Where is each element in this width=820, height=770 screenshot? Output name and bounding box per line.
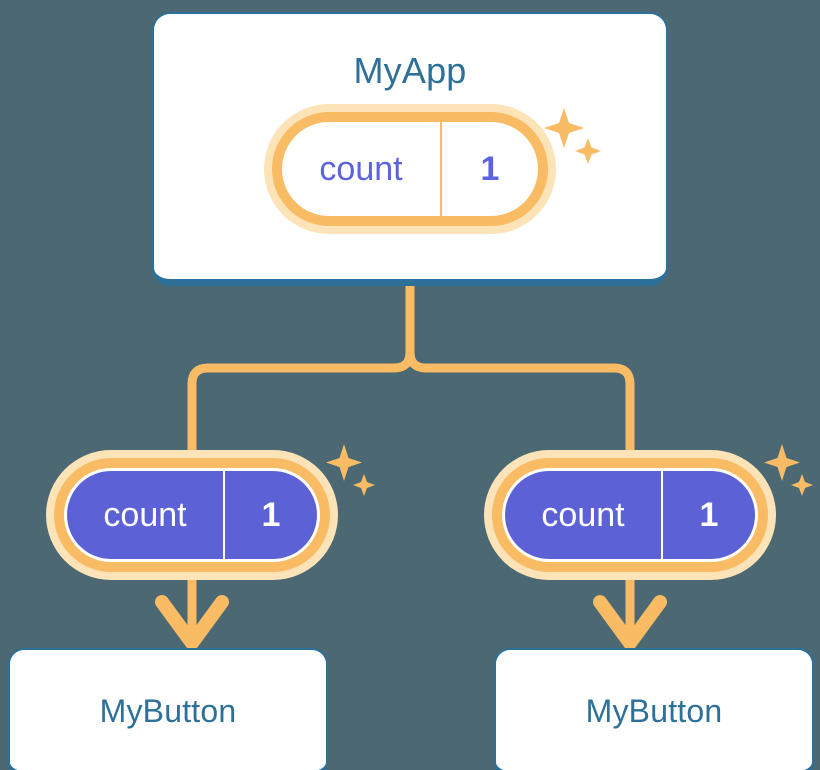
pill-key-label: count [103,495,187,534]
pill-value-label: 1 [480,149,500,188]
pill-body: count 1 [282,122,538,216]
state-pill-myapp[interactable]: count 1 [264,104,556,234]
pill-divider [223,471,225,559]
pill-key-label: count [541,495,625,534]
pill-body: count 1 [64,468,320,562]
mybutton-card-left[interactable]: MyButton [8,648,328,770]
state-pill-right[interactable]: count 1 [484,450,776,580]
pill-value-label: 1 [699,495,719,534]
state-pill-left[interactable]: count 1 [46,450,338,580]
pill-divider [440,122,442,216]
connector-branch-left [187,351,415,452]
pill-key-label: count [319,149,403,188]
pill-value-label: 1 [261,495,281,534]
myapp-title: MyApp [353,50,467,91]
pill-body: count 1 [502,468,758,562]
connector-branch-right [405,351,635,452]
mybutton-label: MyButton [99,693,237,729]
mybutton-card-right[interactable]: MyButton [494,648,814,770]
mybutton-label: MyButton [585,693,723,729]
pill-divider [661,471,663,559]
